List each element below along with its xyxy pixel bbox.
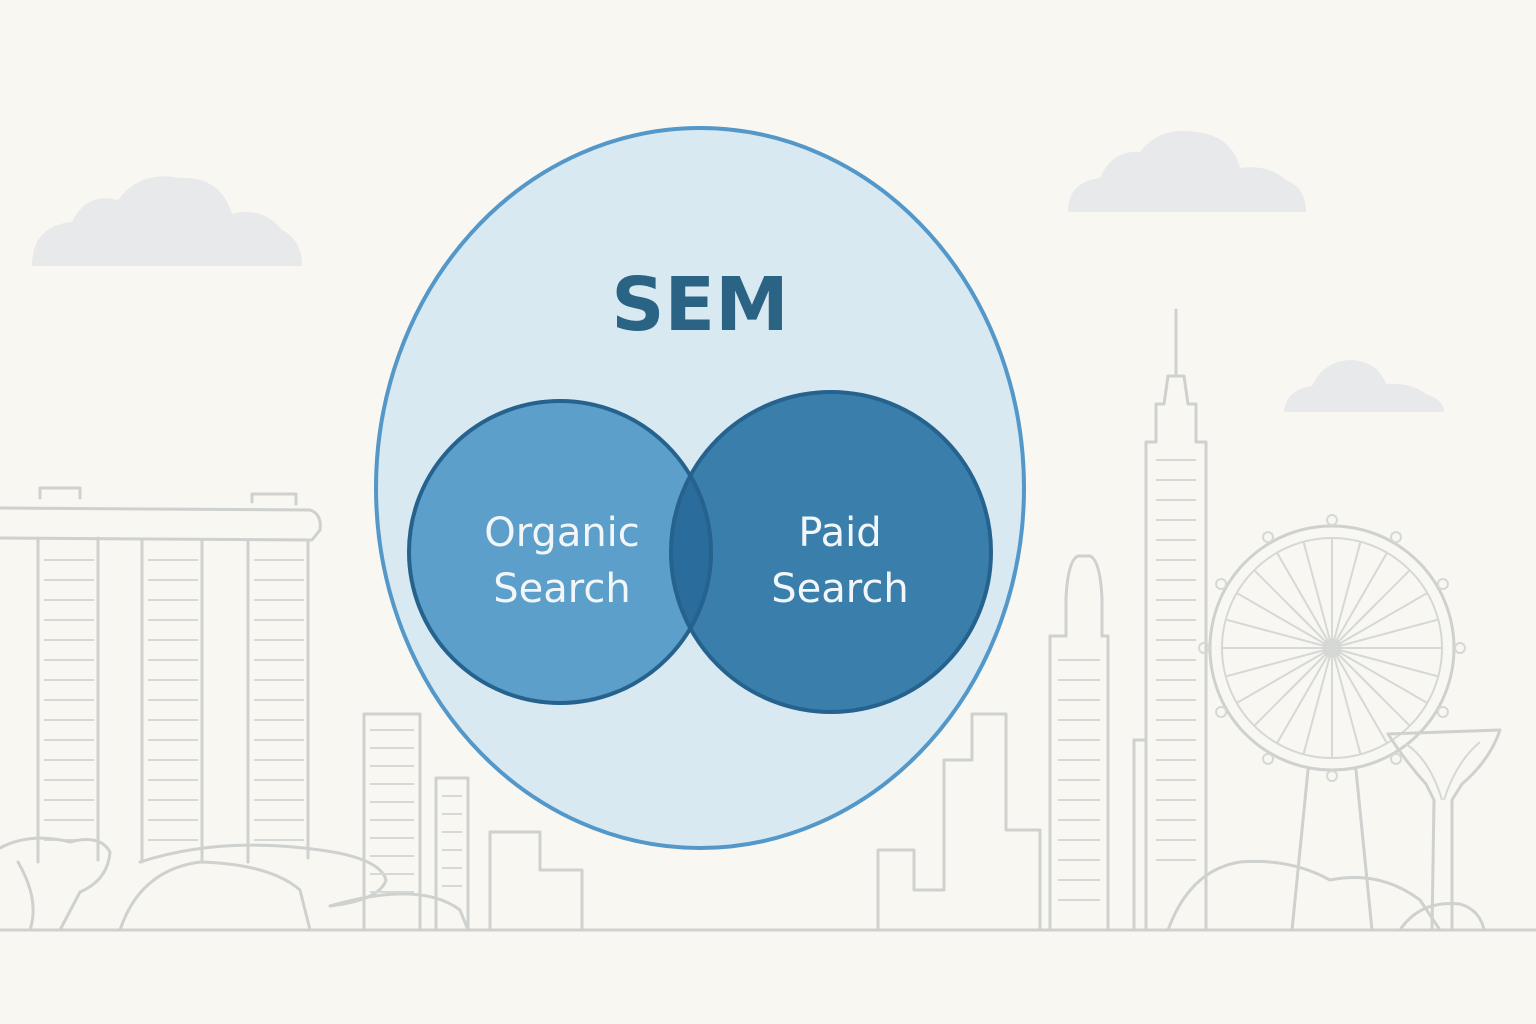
ferris-wheel-spoke	[1225, 647, 1333, 678]
ferris-wheel-pod	[1262, 531, 1274, 544]
organic-label-line1: Organic	[484, 510, 640, 556]
supertree-icon	[1386, 728, 1502, 932]
ferris-wheel-pod	[1390, 531, 1402, 544]
ferris-wheel-spoke	[1236, 592, 1333, 649]
ferris-wheel-spoke	[1331, 647, 1362, 755]
cloud-icon	[32, 176, 302, 266]
ferris-wheel-spoke	[1276, 647, 1333, 744]
ferris-wheel-pod	[1436, 578, 1449, 590]
ferris-wheel-spoke	[1253, 569, 1333, 649]
sem-title: SEM	[611, 262, 788, 348]
ferris-wheel-pod	[1198, 642, 1210, 654]
paid-label-line2: Search	[771, 566, 908, 612]
ferris-wheel-spoke	[1331, 647, 1428, 704]
ferris-wheel-spoke	[1331, 552, 1388, 649]
ferris-wheel-pod	[1454, 642, 1466, 654]
organic-label-line2: Search	[493, 566, 630, 612]
ferris-wheel-spoke	[1331, 541, 1362, 649]
ferris-wheel-spoke	[1331, 647, 1439, 678]
paid-label-line1: Paid	[798, 510, 881, 556]
ferris-wheel-spoke	[1331, 569, 1411, 649]
tower-icon	[1132, 308, 1208, 932]
ferris-wheel-spoke	[1225, 618, 1333, 649]
ferris-wheel-spoke	[1331, 618, 1439, 649]
marina-bay-sands-icon	[0, 486, 470, 932]
organic-search-outline	[407, 399, 713, 705]
ferris-wheel-spoke	[1276, 552, 1333, 649]
ferris-wheel-pod	[1326, 770, 1338, 782]
ferris-wheel-spoke	[1302, 541, 1333, 649]
ferris-wheel-pod	[1215, 578, 1228, 590]
ferris-wheel-spoke	[1331, 647, 1388, 744]
ferris-wheel-spoke	[1331, 592, 1428, 649]
ferris-wheel-icon	[1166, 514, 1466, 932]
cloud-icon	[1068, 130, 1306, 212]
ferris-wheel-pod	[1436, 706, 1449, 718]
tower-icon	[362, 712, 584, 932]
ferris-wheel-pod	[1262, 752, 1274, 765]
organic-search-circle	[409, 401, 711, 703]
cloud-icon	[1284, 360, 1444, 412]
ferris-wheel-spoke	[1331, 647, 1411, 727]
ferris-wheel-spoke	[1253, 647, 1333, 727]
ferris-wheel-spoke	[1302, 647, 1333, 755]
paid-search-circle	[671, 392, 991, 712]
ferris-wheel-pod	[1390, 752, 1402, 765]
ferris-wheel-pod	[1326, 514, 1338, 526]
paid-search-outline	[669, 390, 993, 714]
ferris-wheel-pod	[1215, 706, 1228, 718]
tower-icon	[876, 554, 1110, 932]
ferris-wheel-spoke	[1236, 647, 1333, 704]
